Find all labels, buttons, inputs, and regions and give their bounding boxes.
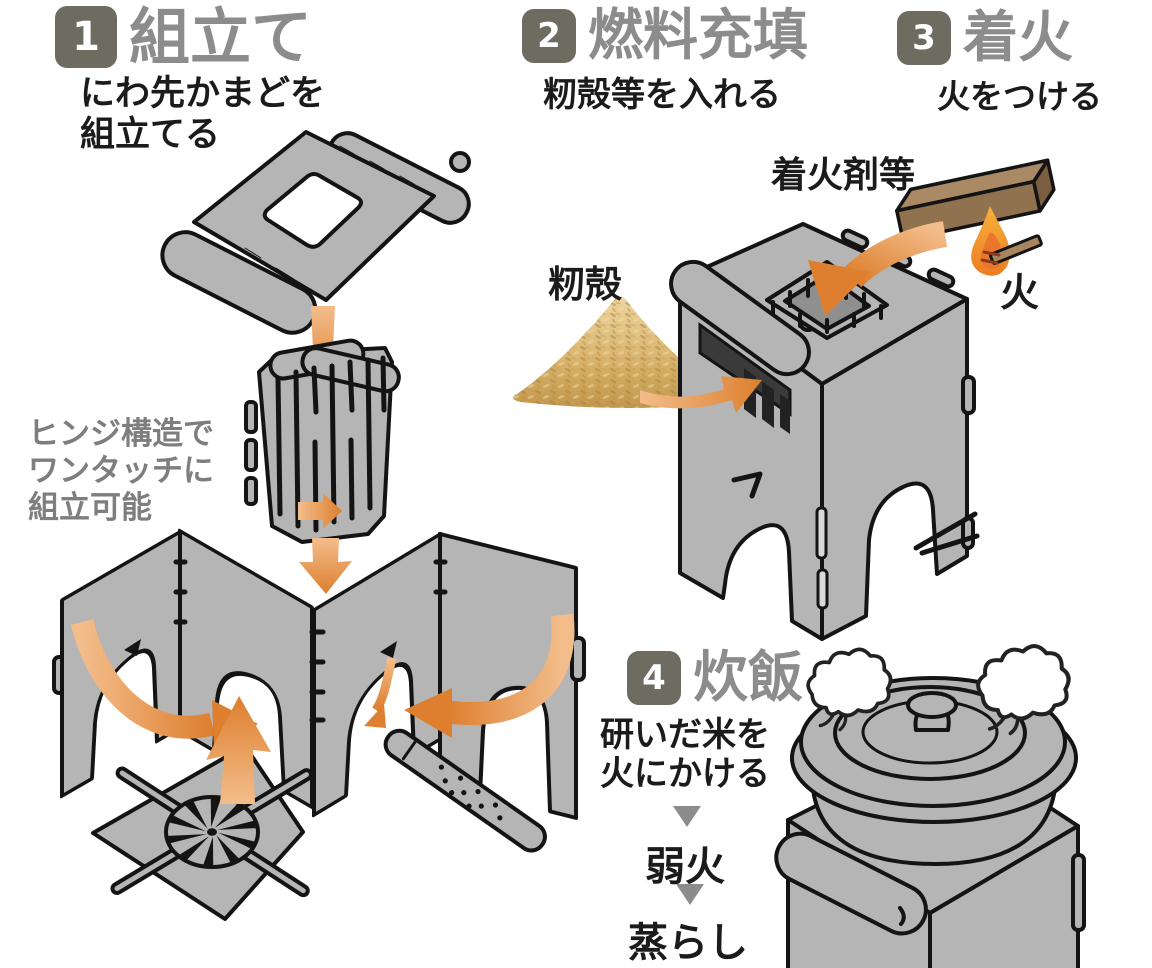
step-1-title: 組立て [129,1,313,73]
note-line: ワンタッチに [28,453,214,490]
hinge-note: ヒンジ構造で ワンタッチに 組立可能 [28,416,214,528]
brand-mark [731,471,763,499]
feed-arrow [640,376,762,413]
top-plate-hole [262,172,363,249]
step-3-title: 着火 [963,5,1074,69]
steam-icon [806,647,893,732]
fold-arrow-right [446,613,575,725]
ignite-arrow-head [808,260,870,316]
base-plate-part [91,744,313,921]
note-line: 組立可能 [28,490,152,527]
match-stick [989,234,1043,265]
fold-arrow-left [70,619,215,739]
step-2-description: 籾殻等を入れる [543,75,781,115]
step-3-description: 火をつける [937,77,1102,116]
step-4-header: 4 炊飯 [627,650,803,705]
stove-right-face [820,297,969,641]
fold-mark [124,639,141,656]
handle-detail [898,906,906,926]
step-4-badge: 4 [627,650,681,705]
fold-arrow-right-head [404,688,452,738]
flap-knob [449,151,471,173]
exploded-assembly-illustration [52,130,586,921]
door-handle-plate [774,831,928,936]
down-arrow-icon [299,538,352,594]
door-handle-plate [669,259,811,377]
cooking-pot-illustration [774,644,1086,968]
desc-line: 研いだ米を [600,715,770,755]
fire-label: 火 [1000,271,1040,316]
up-arrow-icon [206,696,271,804]
step-2-header: 2 燃料充填 [522,8,808,63]
step-1-header: 1 組立て [55,6,312,68]
side-tab [961,375,976,415]
rice-husk-label: 籾殻 [548,263,622,306]
assembled-stove-illustration [640,221,980,641]
right-arrow-icon [298,493,342,529]
front-seam-slot [816,568,829,610]
fire-basket-part [244,338,401,544]
fold-arrow-small-head [364,704,386,728]
side-panels-part [52,528,586,820]
step-3-badge: 3 [897,10,951,65]
match-flame [971,206,1043,276]
top-plate-part [160,130,471,335]
step-4-description: 研いだ米を 火にかける [600,715,770,795]
front-seam-slot [815,506,828,560]
desc-line: 火にかける [600,754,770,795]
panel-tab [570,636,586,682]
wire-handle [913,511,980,556]
fold-mark [380,641,397,658]
steam-icon [976,644,1071,736]
flow-low-heat: 弱火 [645,844,725,890]
fire-starter-label: 着火剤等 [771,155,916,196]
step-4-title: 炊飯 [693,645,804,709]
desc-line: 籾殻等を入れる [543,75,781,115]
step-1-badge: 1 [55,6,117,68]
fold-arrow-small [372,656,397,713]
step-3-header: 3 着火 [897,10,1073,65]
side-tab [1071,853,1086,932]
desc-line: 組立てる [80,114,221,155]
stove4-right-face [928,824,1080,968]
step-2-badge: 2 [522,8,576,63]
step-1-description: にわ先かまどを 組立てる [80,74,325,155]
damper-blades [168,797,256,867]
note-line: ヒンジ構造で [28,416,214,452]
step-2-title: 燃料充填 [588,3,809,67]
down-triangle-icon [676,884,704,905]
desc-line: 火をつける [937,77,1102,116]
down-triangle-icon [673,806,701,827]
pot-knob [906,691,958,719]
flow-steaming: 蒸らし [628,920,748,966]
grate-strip-part [383,728,547,853]
desc-line: にわ先かまどを [80,74,326,114]
